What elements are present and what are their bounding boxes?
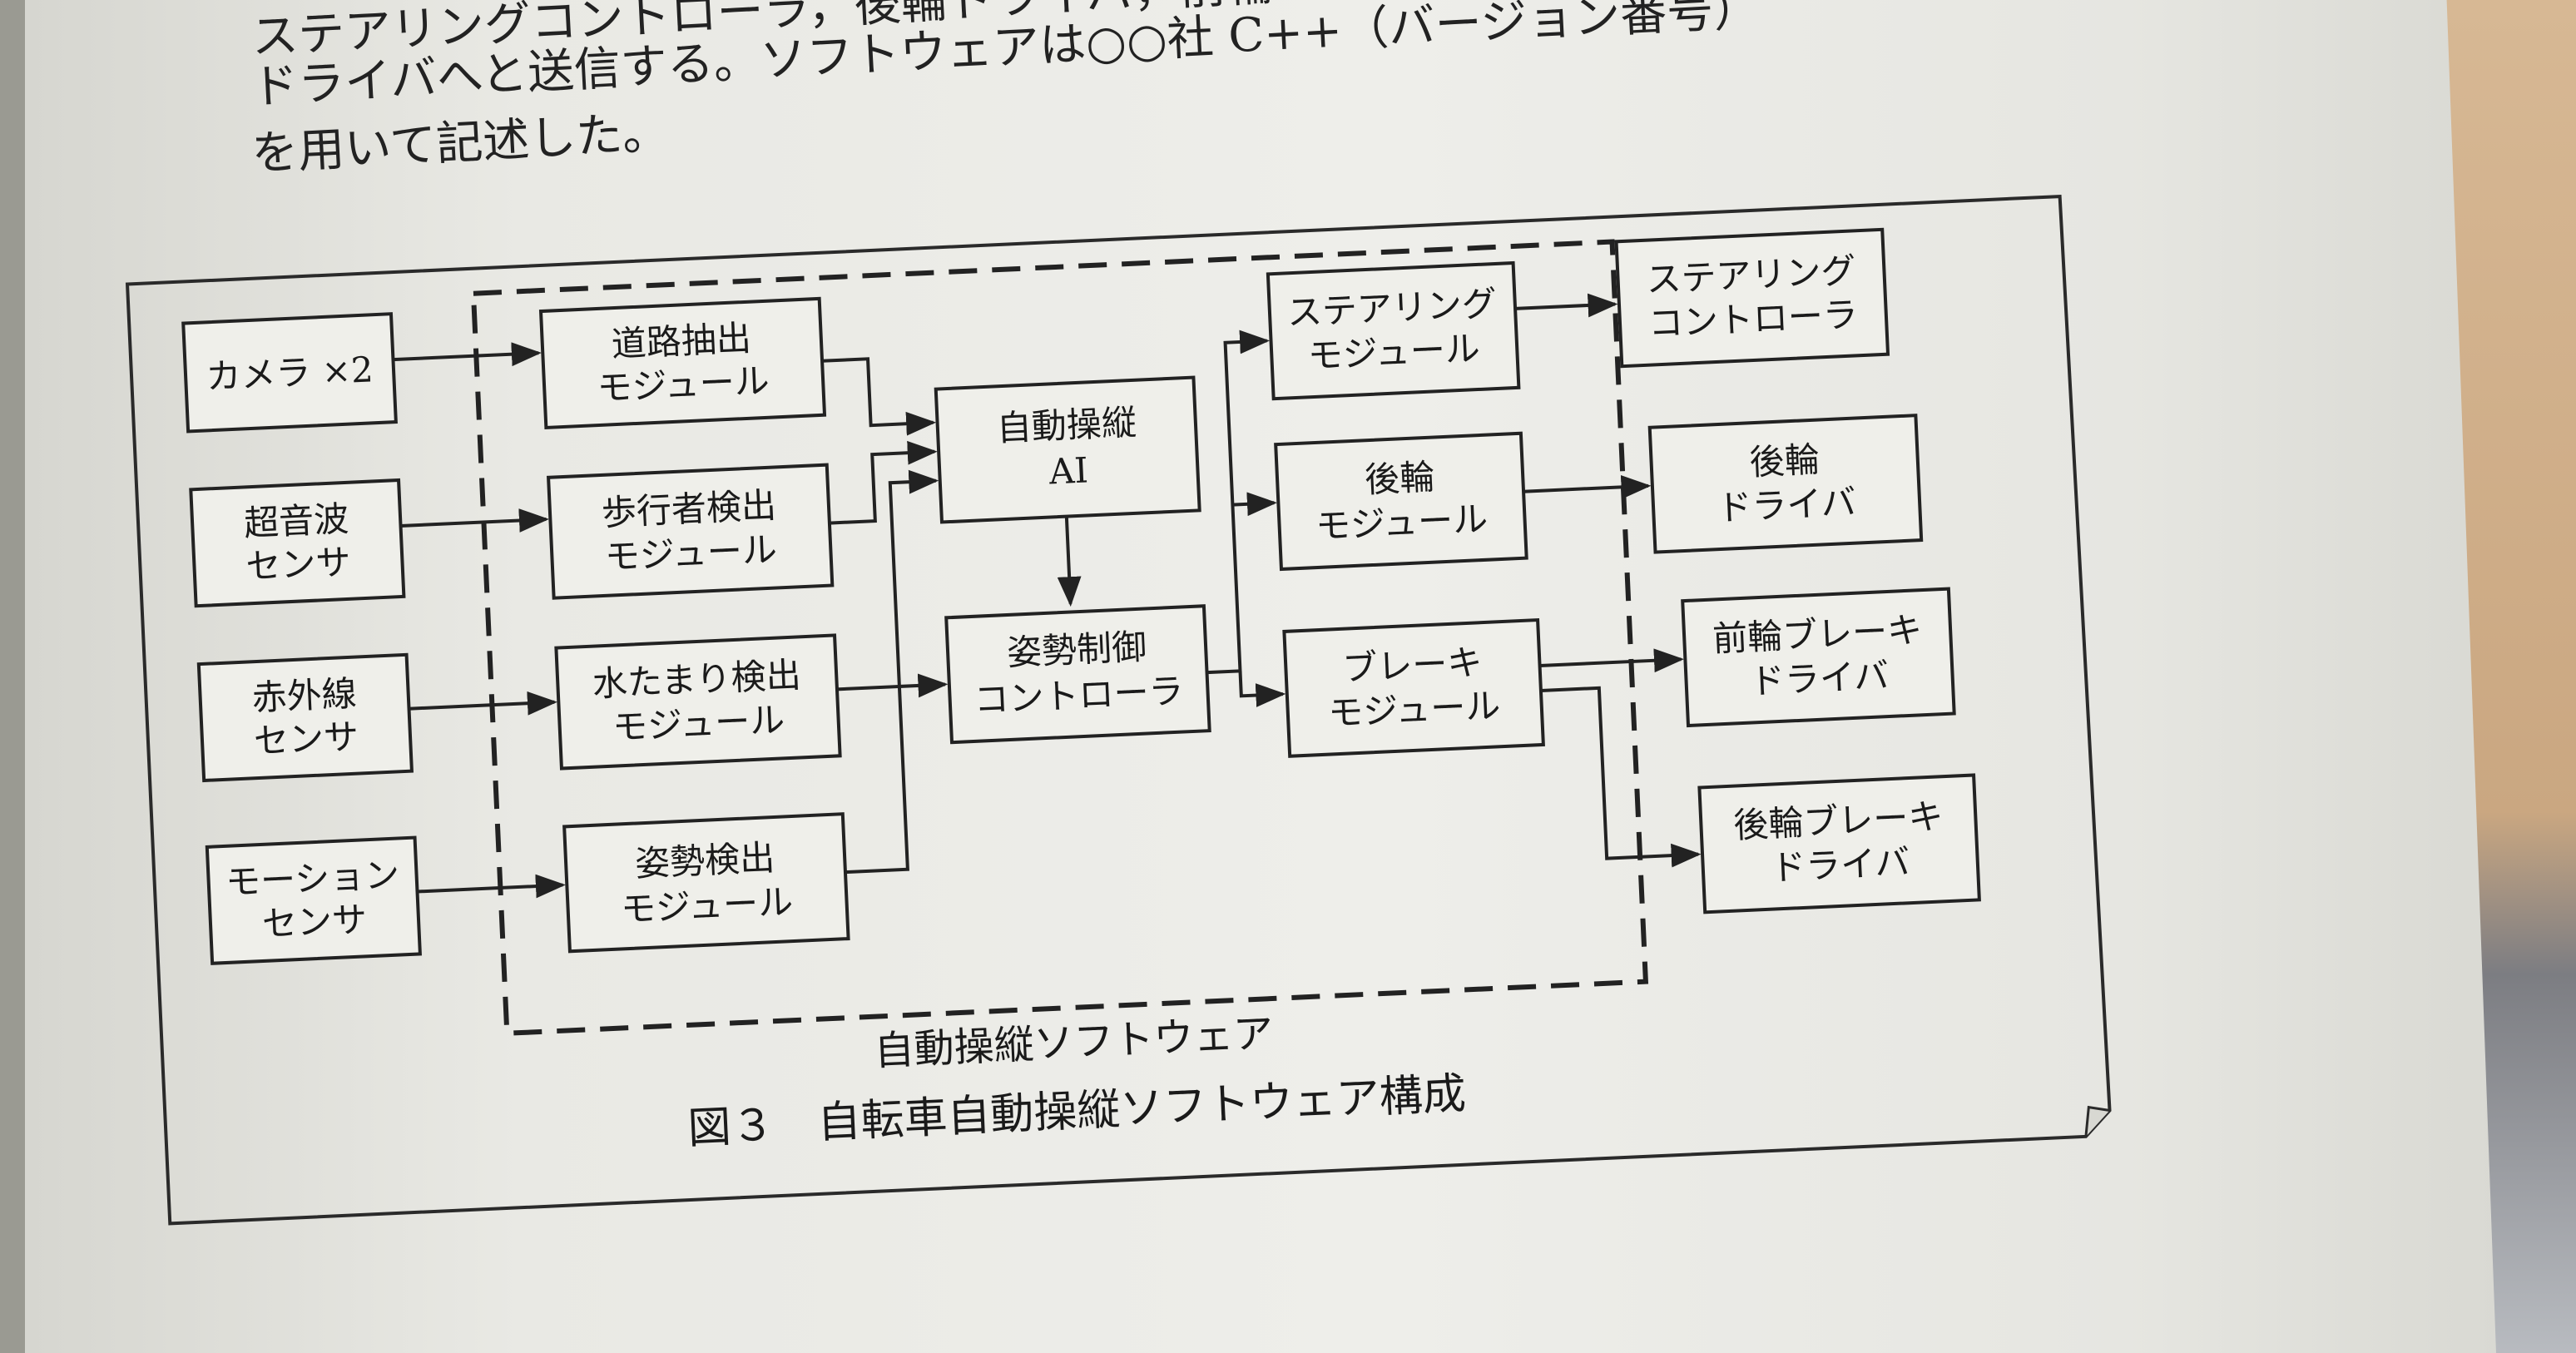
svg-text:自動操縦: 自動操縦	[996, 402, 1137, 449]
svg-text:ドライバ: ドライバ	[1717, 482, 1857, 529]
book-page	[25, 0, 2496, 1353]
svg-text:ドライバ: ドライバ	[1770, 841, 1910, 889]
svg-text:ブレーキ: ブレーキ	[1341, 642, 1483, 689]
svg-text:歩行者検出: 歩行者検出	[601, 484, 777, 533]
svg-text:モジュール: モジュール	[1315, 498, 1489, 547]
figure-caption: 図３ 自転車自動操縦ソフトウェア構成	[686, 1069, 1467, 1154]
rear-wheel-module-box: 後輪 モジュール	[1274, 431, 1528, 572]
svg-text:ステアリング: ステアリング	[1646, 250, 1857, 300]
brake-module-box: ブレーキ モジュール	[1282, 617, 1545, 758]
svg-text:赤外線: 赤外線	[251, 673, 358, 719]
svg-text:後輪: 後輪	[1364, 457, 1435, 501]
svg-text:センサ: センサ	[261, 899, 368, 944]
svg-text:モジュール: モジュール	[604, 528, 778, 577]
rear-wheel-driver-box: 後輪 ドライバ	[1647, 414, 1924, 554]
svg-text:モーション: モーション	[225, 854, 400, 902]
software-label: 自動操縦ソフトウェア	[874, 1010, 1275, 1075]
svg-text:超音波: 超音波	[243, 498, 349, 544]
steering-controller-box: ステアリング コントローラ	[1614, 227, 1890, 369]
svg-text:モジュール: モジュール	[620, 881, 794, 929]
svg-text:モジュール: モジュール	[1307, 328, 1481, 376]
svg-text:カメラ ×2: カメラ ×2	[205, 349, 374, 397]
pedestrian-detection-module-box: 歩行者検出 モジュール	[546, 463, 835, 600]
sensor-motion-box: モーション センサ	[205, 835, 422, 965]
software-boundary	[470, 239, 1649, 1036]
svg-text:姿勢制御: 姿勢制御	[1006, 626, 1147, 673]
svg-text:後輪: 後輪	[1749, 439, 1821, 483]
posture-detection-module-box: 姿勢検出 モジュール	[562, 812, 850, 954]
svg-text:AI: AI	[1048, 449, 1089, 492]
svg-text:コントローラ: コントローラ	[973, 670, 1185, 720]
posture-controller-box: 姿勢制御 コントローラ	[944, 604, 1211, 745]
steering-module-box: ステアリング モジュール	[1266, 260, 1521, 401]
svg-text:水たまり検出: 水たまり検出	[592, 654, 802, 704]
svg-text:モジュール: モジュール	[612, 699, 785, 747]
svg-text:姿勢検出: 姿勢検出	[634, 837, 775, 885]
svg-text:モジュール: モジュール	[597, 360, 770, 409]
front-brake-driver-box: 前輪ブレーキ ドライバ	[1681, 587, 1956, 728]
svg-text:ドライバ: ドライバ	[1749, 655, 1890, 702]
page-curl	[2084, 1105, 2110, 1137]
svg-text:センサ: センサ	[245, 542, 351, 587]
svg-text:後輪ブレーキ: 後輪ブレーキ	[1732, 795, 1944, 845]
connections	[393, 293, 1702, 899]
sensor-camera-box: カメラ ×2	[181, 312, 398, 434]
svg-text:ステアリング: ステアリング	[1286, 283, 1498, 333]
road-extraction-module-box: 道路抽出 モジュール	[538, 296, 827, 429]
autopilot-ai-box: 自動操縦 AI	[934, 375, 1201, 524]
rear-brake-driver-box: 後輪ブレーキ ドライバ	[1697, 773, 1981, 914]
sensor-infrared-box: 赤外線 センサ	[196, 652, 414, 783]
svg-text:前輪ブレーキ: 前輪ブレーキ	[1712, 609, 1923, 659]
svg-text:センサ: センサ	[253, 716, 359, 762]
svg-text:モジュール: モジュール	[1327, 685, 1501, 733]
sensor-ultrasonic-box: 超音波 センサ	[189, 478, 406, 608]
svg-text:コントローラ: コントローラ	[1647, 294, 1859, 344]
puddle-detection-module-box: 水たまり検出 モジュール	[554, 633, 842, 771]
svg-text:道路抽出: 道路抽出	[611, 318, 752, 365]
